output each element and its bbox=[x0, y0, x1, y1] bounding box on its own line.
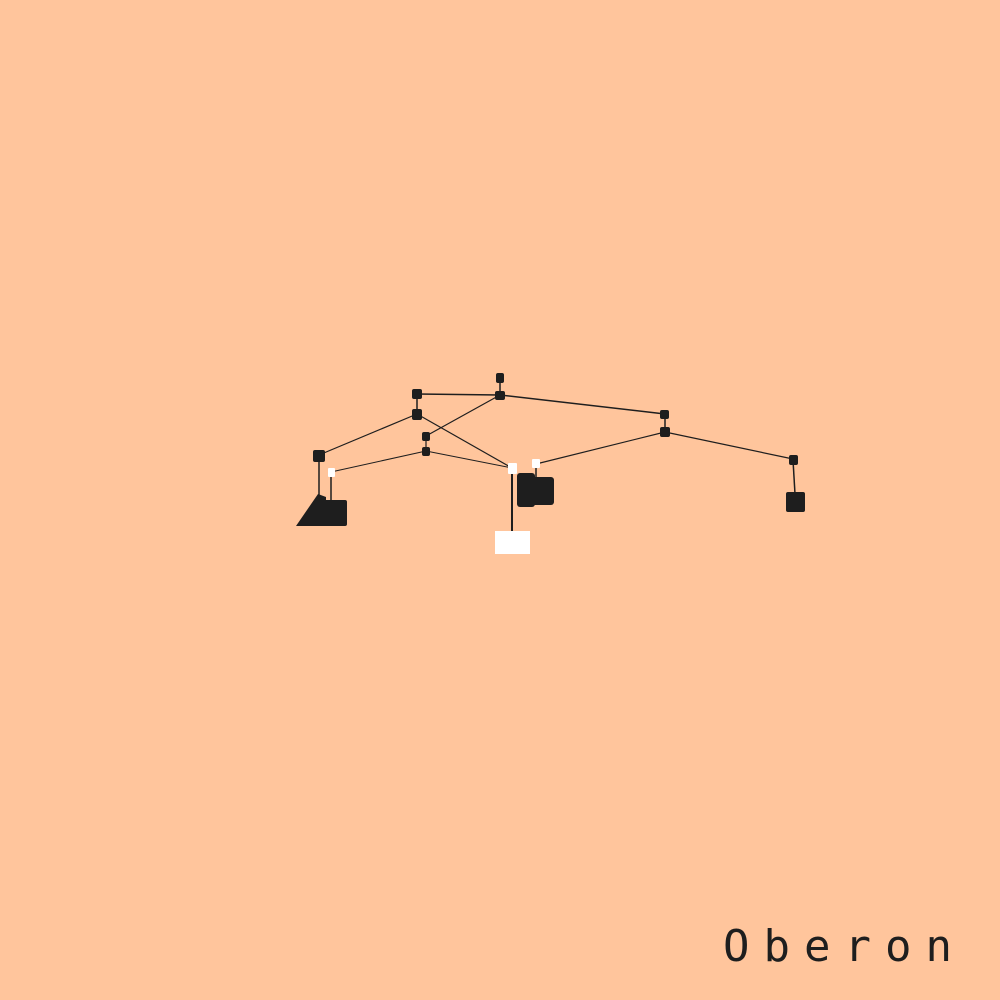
joint bbox=[495, 391, 505, 400]
joint bbox=[422, 432, 430, 441]
wire bbox=[535, 431, 666, 465]
weight-block bbox=[517, 473, 535, 507]
joint bbox=[660, 427, 670, 437]
joint-light bbox=[328, 468, 335, 477]
wire bbox=[499, 394, 666, 415]
weight-block bbox=[786, 492, 805, 512]
joint bbox=[422, 447, 430, 456]
joint bbox=[412, 389, 422, 399]
joint bbox=[412, 409, 422, 420]
weight-block bbox=[315, 500, 347, 526]
wires bbox=[318, 378, 796, 532]
wire bbox=[416, 393, 501, 396]
weights bbox=[296, 473, 805, 554]
joint bbox=[496, 373, 504, 383]
joint-light bbox=[532, 459, 540, 468]
joints bbox=[313, 373, 798, 477]
caption-label: Oberon bbox=[723, 921, 966, 972]
joint bbox=[313, 450, 325, 462]
wire bbox=[425, 450, 513, 469]
joint bbox=[660, 410, 669, 419]
joint bbox=[789, 455, 798, 465]
wire bbox=[425, 394, 501, 437]
joint-light bbox=[508, 463, 517, 474]
wire bbox=[416, 413, 513, 469]
wire bbox=[318, 413, 418, 456]
wire bbox=[792, 459, 796, 495]
wire bbox=[664, 431, 794, 460]
weight-white-block bbox=[495, 531, 530, 554]
wire bbox=[330, 450, 427, 473]
